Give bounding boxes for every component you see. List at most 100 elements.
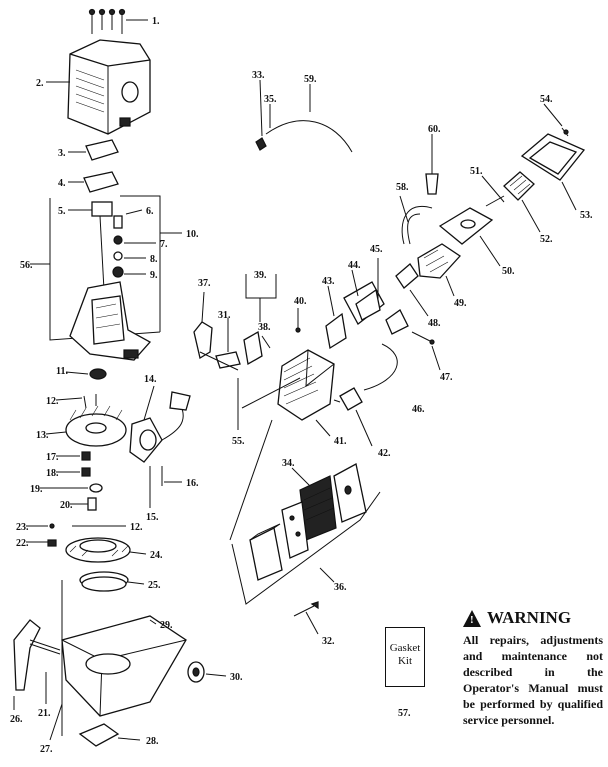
callout-59: 59. xyxy=(304,74,317,85)
rocker-5 xyxy=(68,201,113,291)
callout-27: 27. xyxy=(40,744,53,755)
callout-9: 9. xyxy=(150,270,158,281)
callout-10: 10. xyxy=(186,229,199,240)
gasket-48 xyxy=(395,263,429,317)
pulley-24-25 xyxy=(26,523,147,592)
callout-15: 15. xyxy=(146,512,159,523)
callout-26: 26. xyxy=(10,714,23,725)
warning-symbol: ! xyxy=(470,613,474,626)
cylinder-41 xyxy=(277,349,335,437)
callout-55: 55. xyxy=(232,436,245,447)
gasket-43 xyxy=(325,285,347,350)
washer-11 xyxy=(65,368,107,380)
muffler-box-34-36 xyxy=(229,419,381,605)
spark-plug-42 xyxy=(333,387,373,447)
screw-32 xyxy=(293,601,319,635)
callout-18: 18. xyxy=(46,468,59,479)
choke-lever-47 xyxy=(385,309,441,371)
callout-53: 53. xyxy=(580,210,593,221)
filter-52 xyxy=(503,171,541,233)
cylinder-block xyxy=(69,281,152,361)
fuel-line-59 xyxy=(255,79,353,153)
callout-31: 31. xyxy=(218,310,231,321)
callout-20: 20. xyxy=(60,500,73,511)
callout-48: 48. xyxy=(428,318,441,329)
callout-12b: 12. xyxy=(130,522,143,533)
gasket-kit-number: 57. xyxy=(398,708,411,719)
callout-13: 13. xyxy=(36,430,49,441)
callout-8: 8. xyxy=(150,254,158,265)
callout-34: 34. xyxy=(282,458,295,469)
callout-25: 25. xyxy=(148,580,161,591)
callout-1: 1. xyxy=(152,16,160,27)
gasket-4 xyxy=(68,171,119,193)
callout-labels: 1.2.3.4.5.6.7.8.9.10.56.11.12.13.14.17.1… xyxy=(10,16,593,755)
callout-2: 2. xyxy=(36,78,44,89)
gasket-3 xyxy=(68,139,119,161)
callout-46: 46. xyxy=(412,404,425,415)
callout-16: 16. xyxy=(186,478,199,489)
callout-47: 47. xyxy=(440,372,453,383)
callout-29: 29. xyxy=(160,620,173,631)
pad-28-30 xyxy=(49,661,227,747)
dash-leaders xyxy=(199,351,301,409)
bracket-50-51 xyxy=(438,175,505,267)
air-filter-cover-53 xyxy=(520,103,586,211)
callout-19: 19. xyxy=(30,484,43,495)
callout-12: 12. xyxy=(46,396,59,407)
grip-26-21 xyxy=(13,619,61,710)
callout-41: 41. xyxy=(334,436,347,447)
warning-text: All repairs, adjustments and maintenance… xyxy=(463,633,603,727)
carburetor-49 xyxy=(407,213,461,297)
warning-title: WARNING xyxy=(487,608,572,627)
screws-1 xyxy=(88,8,148,34)
engine-cover-2 xyxy=(46,39,151,135)
callout-22: 22. xyxy=(16,538,29,549)
callout-6: 6. xyxy=(146,206,154,217)
callout-28: 28. xyxy=(146,736,159,747)
callout-38: 38. xyxy=(258,322,271,333)
callout-23: 23. xyxy=(16,522,29,533)
callout-45: 45. xyxy=(370,244,383,255)
throttle-cable-46-58 xyxy=(363,195,433,391)
callout-21: 21. xyxy=(38,708,51,719)
callout-51: 51. xyxy=(470,166,483,177)
warning-notice: ! WARNING All repairs, adjustments and m… xyxy=(463,608,603,728)
warning-triangle-icon: ! xyxy=(463,609,481,627)
callout-54: 54. xyxy=(540,94,553,105)
small-parts-17-20 xyxy=(40,451,103,511)
callout-14: 14. xyxy=(144,374,157,385)
callout-24: 24. xyxy=(150,550,163,561)
callout-43: 43. xyxy=(322,276,335,287)
callout-32: 32. xyxy=(322,636,335,647)
callout-11: 11. xyxy=(56,366,68,377)
callout-35: 35. xyxy=(264,94,277,105)
gasket-kit-box: Gasket Kit xyxy=(385,627,425,687)
intake-44-45 xyxy=(343,258,385,325)
callout-5: 5. xyxy=(58,206,66,217)
primer-60 xyxy=(425,134,439,195)
callout-3: 3. xyxy=(58,148,66,159)
flywheel-13 xyxy=(45,394,127,447)
callout-50: 50. xyxy=(502,266,515,277)
callout-33: 33. xyxy=(252,70,265,81)
callout-39: 39. xyxy=(254,270,267,281)
callout-30: 30. xyxy=(230,672,243,683)
callout-4: 4. xyxy=(58,178,66,189)
callout-36: 36. xyxy=(334,582,347,593)
callout-49: 49. xyxy=(454,298,467,309)
callout-37: 37. xyxy=(198,278,211,289)
callout-7: 7. xyxy=(160,239,168,250)
callout-44: 44. xyxy=(348,260,361,271)
callout-60: 60. xyxy=(428,124,441,135)
muffler-parts-37-40 xyxy=(193,274,301,430)
valve-parts-6-9 xyxy=(112,209,156,278)
gasket-kit-label-1: Gasket xyxy=(389,642,421,654)
callout-58: 58. xyxy=(396,182,409,193)
ignition-module-14-16 xyxy=(129,385,191,508)
gasket-kit-label-2: Kit xyxy=(397,655,413,667)
callout-52: 52. xyxy=(540,234,553,245)
housing-29 xyxy=(61,580,187,736)
callout-17: 17. xyxy=(46,452,59,463)
